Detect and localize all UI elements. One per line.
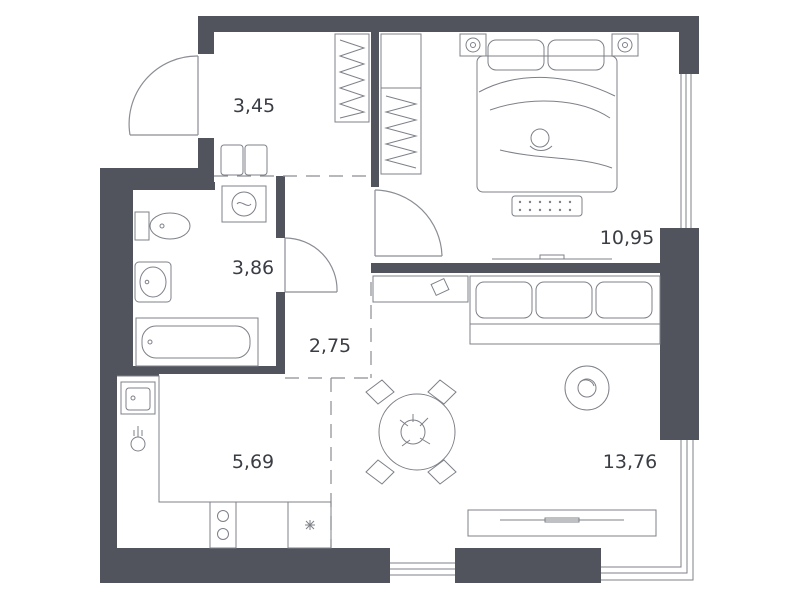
wall-entrance-left-upper <box>198 16 214 54</box>
wall-bath-right-lower <box>276 292 285 372</box>
bench-icon <box>220 144 268 176</box>
area-labels: 3,45 10,95 3,86 2,75 5,69 13,76 <box>232 95 657 473</box>
area-label-kitchen: 5,69 <box>232 451 274 473</box>
tv-bedroom-icon <box>492 254 612 260</box>
wardrobe-hall <box>334 33 370 123</box>
wall-step <box>100 168 214 182</box>
fridge-icon <box>287 501 332 549</box>
doors <box>128 55 443 293</box>
area-label-bedroom: 10,95 <box>600 227 654 249</box>
wall-right-upper <box>679 16 699 74</box>
area-label-corridor: 2,75 <box>309 335 351 357</box>
nightstand-right-icon <box>611 33 639 57</box>
sofa-icon <box>469 275 661 345</box>
kitchen-counter <box>117 375 331 503</box>
sink-kitchen-icon <box>120 381 156 415</box>
wall-bath-right <box>276 176 285 238</box>
rug-icon <box>511 195 583 217</box>
wall-bath-top <box>117 182 215 190</box>
stove-icon <box>209 501 237 549</box>
shelf-living <box>372 275 469 303</box>
area-label-living-room: 13,76 <box>603 451 657 473</box>
zone-dividers <box>214 175 372 548</box>
wall-bath-bottom <box>117 366 285 374</box>
wall-bedroom-bottom <box>371 263 679 273</box>
wall-bottom-left <box>100 548 390 583</box>
wall-left <box>100 168 117 583</box>
window-living-corner <box>601 440 694 581</box>
tv-living-icon <box>467 509 657 537</box>
bathtub-icon <box>135 317 259 367</box>
wall-top <box>198 16 699 32</box>
wardrobe-bedroom <box>380 33 422 175</box>
walls <box>100 16 699 583</box>
coffee-table-icon <box>564 365 610 411</box>
bed-icon <box>476 39 618 193</box>
wall-right-middle <box>660 228 699 440</box>
gas-meter-icon <box>130 426 146 452</box>
window-kitchen <box>390 562 455 576</box>
area-label-bathroom: 3,86 <box>232 257 274 279</box>
window-bedroom <box>680 74 692 228</box>
entrance-door <box>128 55 199 136</box>
bathroom-door <box>284 237 338 293</box>
sink-bathroom-icon <box>134 261 172 303</box>
toilet-icon <box>134 211 191 241</box>
wall-kitchen-top <box>117 370 159 376</box>
dining-table-icon <box>365 379 457 485</box>
windows <box>390 74 694 581</box>
washing-machine-icon <box>221 185 267 223</box>
wall-bedroom-left <box>371 32 379 187</box>
nightstand-left-icon <box>459 33 487 57</box>
area-label-entrance-hall: 3,45 <box>233 95 275 117</box>
bedroom-door <box>374 189 443 257</box>
wall-bath-left <box>117 182 133 370</box>
wall-bottom-mid <box>455 548 601 583</box>
